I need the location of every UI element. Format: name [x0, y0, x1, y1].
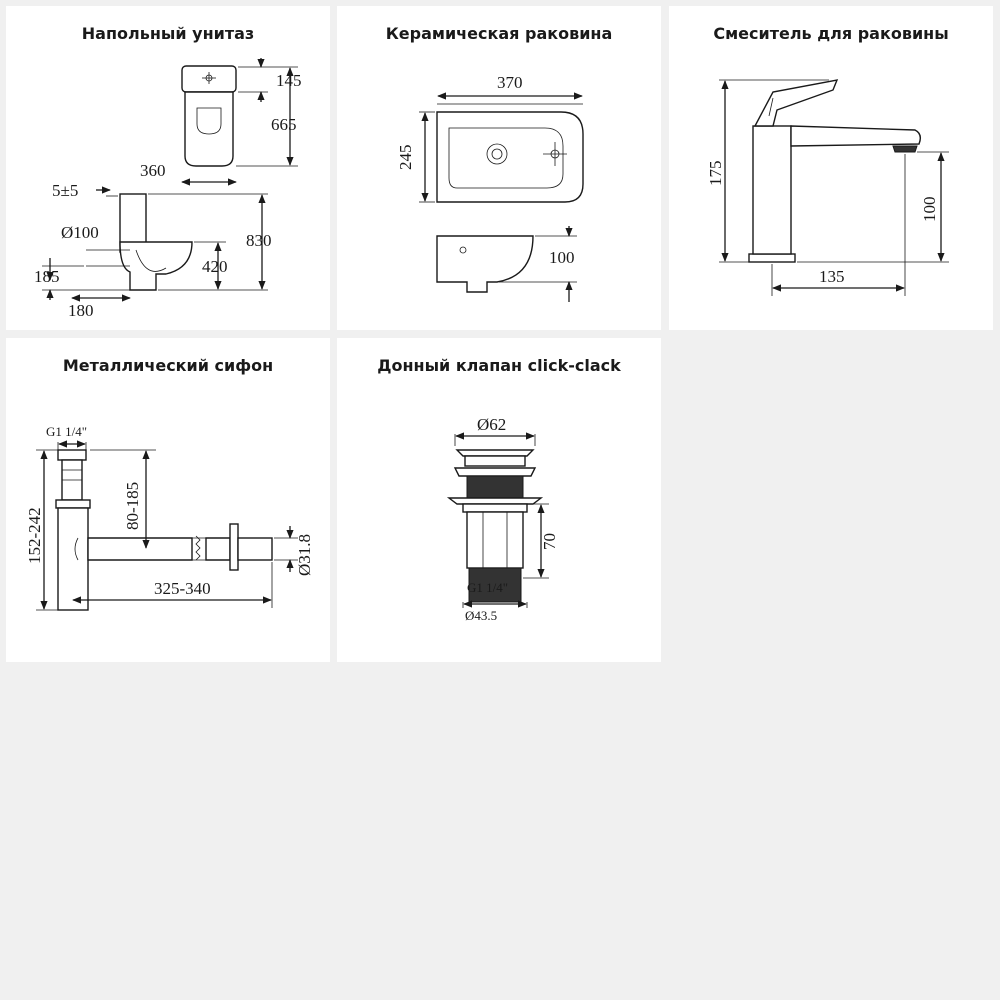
dim-label: 370 — [497, 73, 523, 92]
dim-label: 100 — [549, 248, 575, 267]
card-title: Напольный унитаз — [81, 24, 255, 43]
card-faucet: Смеситель для раковины 175 100 135 — [669, 6, 993, 330]
dim-label: 245 — [396, 145, 415, 171]
dim-label: 152-242 — [25, 507, 44, 564]
dim-label: Ø43.5 — [465, 608, 497, 623]
sink-drawing: 370 245 100 — [396, 73, 584, 302]
toilet-top-view — [181, 65, 237, 167]
card-title: Керамическая раковина — [385, 24, 613, 43]
card-toilet: Напольный унитаз 145 665 360 5±5 — [6, 6, 330, 330]
dim-label: 830 — [246, 231, 272, 250]
dim-label: 420 — [202, 257, 228, 276]
card-title: Металлический сифон — [62, 356, 274, 375]
dim-label: 185 — [34, 267, 60, 286]
dim-label: 80-185 — [123, 482, 142, 530]
card-title: Смеситель для раковины — [713, 24, 949, 43]
dim-label: G1 1/4" — [46, 424, 87, 439]
dim-label: Ø100 — [61, 223, 99, 242]
faucet-side-view — [748, 79, 922, 263]
dim-label: 100 — [920, 197, 939, 223]
sink-side-view — [436, 235, 534, 293]
card-valve: Донный клапан click-clack Ø62 70 G1 1/4"… — [337, 338, 661, 662]
valve-drawing: Ø62 70 G1 1/4" Ø43.5 — [446, 415, 559, 623]
dim-label: 70 — [540, 533, 559, 550]
card-title: Донный клапан click-clack — [377, 356, 621, 375]
dim-label: 175 — [706, 161, 725, 187]
dim-label: 360 — [140, 161, 166, 180]
sink-top-view — [436, 111, 584, 203]
toilet-drawing: 145 665 360 5±5 Ø100 185 420 830 180 — [34, 58, 302, 320]
card-sink: Керамическая раковина 370 245 100 — [337, 6, 661, 330]
toilet-side-view — [119, 193, 193, 291]
dim-label: 325-340 — [154, 579, 211, 598]
dim-label: 135 — [819, 267, 845, 286]
siphon-drawing: G1 1/4" 152-242 80-185 Ø31.8 325-340 — [25, 424, 314, 611]
card-siphon: Металлический сифон G1 1/4" 152-242 80-1… — [6, 338, 330, 662]
dim-label: 180 — [68, 301, 94, 320]
dim-label: 665 — [271, 115, 297, 134]
dim-label: 145 — [276, 71, 302, 90]
dim-label: Ø31.8 — [295, 534, 314, 576]
siphon-body — [55, 449, 273, 611]
dim-label: 5±5 — [52, 181, 78, 200]
faucet-drawing: 175 100 135 — [706, 79, 949, 296]
dim-label: Ø62 — [477, 415, 506, 434]
dim-label: G1 1/4" — [467, 580, 508, 595]
